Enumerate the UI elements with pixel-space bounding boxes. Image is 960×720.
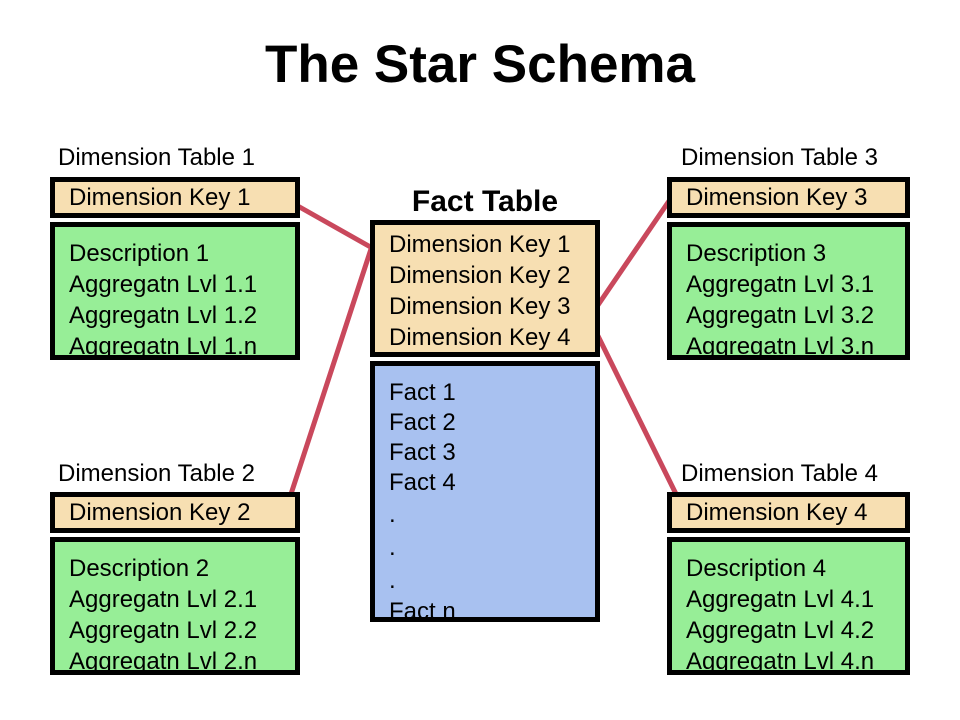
dimension-attribute: Aggregatn Lvl 4.2 — [686, 617, 875, 644]
dimension-table-4-key-box: Dimension Key 4 — [667, 492, 910, 533]
fact-item: Fact 3 — [389, 439, 456, 466]
dimension-key-3: Dimension Key 3 — [686, 184, 868, 211]
fact-ellipsis-dot: . — [389, 534, 396, 561]
fact-item: Fact 4 — [389, 469, 456, 496]
dimension-attribute: Aggregatn Lvl 1.n — [69, 333, 258, 360]
fact-item: Fact n — [389, 598, 456, 625]
fact-table-label: Fact Table — [411, 185, 559, 218]
relation-line-dim4-fact — [595, 333, 679, 497]
dimension-table-3-key-box: Dimension Key 3 — [667, 177, 910, 218]
fact-ellipsis-dot: . — [389, 501, 396, 528]
fact-key: Dimension Key 4 — [389, 324, 571, 351]
dimension-table-2-label: Dimension Table 2 — [58, 460, 256, 487]
relation-line-dim1-fact — [293, 202, 377, 252]
dimension-table-1-body-box: Description 1 Aggregatn Lvl 1.1 Aggregat… — [50, 222, 300, 360]
dimension-attribute: Aggregatn Lvl 2.1 — [69, 586, 258, 613]
dimension-attribute: Aggregatn Lvl 2.n — [69, 648, 258, 675]
fact-key: Dimension Key 1 — [389, 231, 571, 258]
dimension-attribute: Aggregatn Lvl 4.n — [686, 648, 875, 675]
dimension-table-3-body-box: Description 3 Aggregatn Lvl 3.1 Aggregat… — [667, 222, 910, 360]
fact-item: Fact 1 — [389, 379, 456, 406]
dimension-attribute: Aggregatn Lvl 3.1 — [686, 271, 875, 298]
fact-key: Dimension Key 3 — [389, 293, 571, 320]
dimension-table-2-body-box: Description 2 Aggregatn Lvl 2.1 Aggregat… — [50, 537, 300, 675]
relation-line-dim2-fact — [288, 246, 374, 497]
dimension-table-3-label: Dimension Table 3 — [681, 144, 879, 171]
dimension-attribute: Aggregatn Lvl 1.1 — [69, 271, 258, 298]
fact-table-keys-box: Dimension Key 1 Dimension Key 2 Dimensio… — [370, 220, 600, 357]
fact-ellipsis-dot: . — [389, 567, 396, 594]
dimension-table-4-body-box: Description 4 Aggregatn Lvl 4.1 Aggregat… — [667, 537, 910, 675]
dimension-key-4: Dimension Key 4 — [686, 499, 868, 526]
relation-line-dim3-fact — [595, 198, 672, 308]
fact-item: Fact 2 — [389, 409, 456, 436]
dimension-attribute: Description 3 — [686, 240, 827, 267]
dimension-attribute: Aggregatn Lvl 4.1 — [686, 586, 875, 613]
fact-table-body-box: Fact 1 Fact 2 Fact 3 Fact 4 . . . Fact n — [370, 361, 600, 625]
dimension-table-2-key-box: Dimension Key 2 — [50, 492, 300, 533]
dimension-attribute: Aggregatn Lvl 3.n — [686, 333, 875, 360]
dimension-table-1-label: Dimension Table 1 — [58, 144, 256, 171]
dimension-attribute: Description 4 — [686, 555, 827, 582]
fact-key: Dimension Key 2 — [389, 262, 571, 289]
dimension-key-1: Dimension Key 1 — [69, 184, 251, 211]
dimension-key-2: Dimension Key 2 — [69, 499, 251, 526]
dimension-attribute: Aggregatn Lvl 2.2 — [69, 617, 258, 644]
dimension-attribute: Aggregatn Lvl 1.2 — [69, 302, 258, 329]
dimension-attribute: Aggregatn Lvl 3.2 — [686, 302, 875, 329]
dimension-table-4-label: Dimension Table 4 — [681, 460, 879, 487]
slide-title: The Star Schema — [264, 35, 696, 94]
dimension-attribute: Description 1 — [69, 240, 210, 267]
dimension-table-1-key-box: Dimension Key 1 — [50, 177, 300, 218]
dimension-attribute: Description 2 — [69, 555, 210, 582]
